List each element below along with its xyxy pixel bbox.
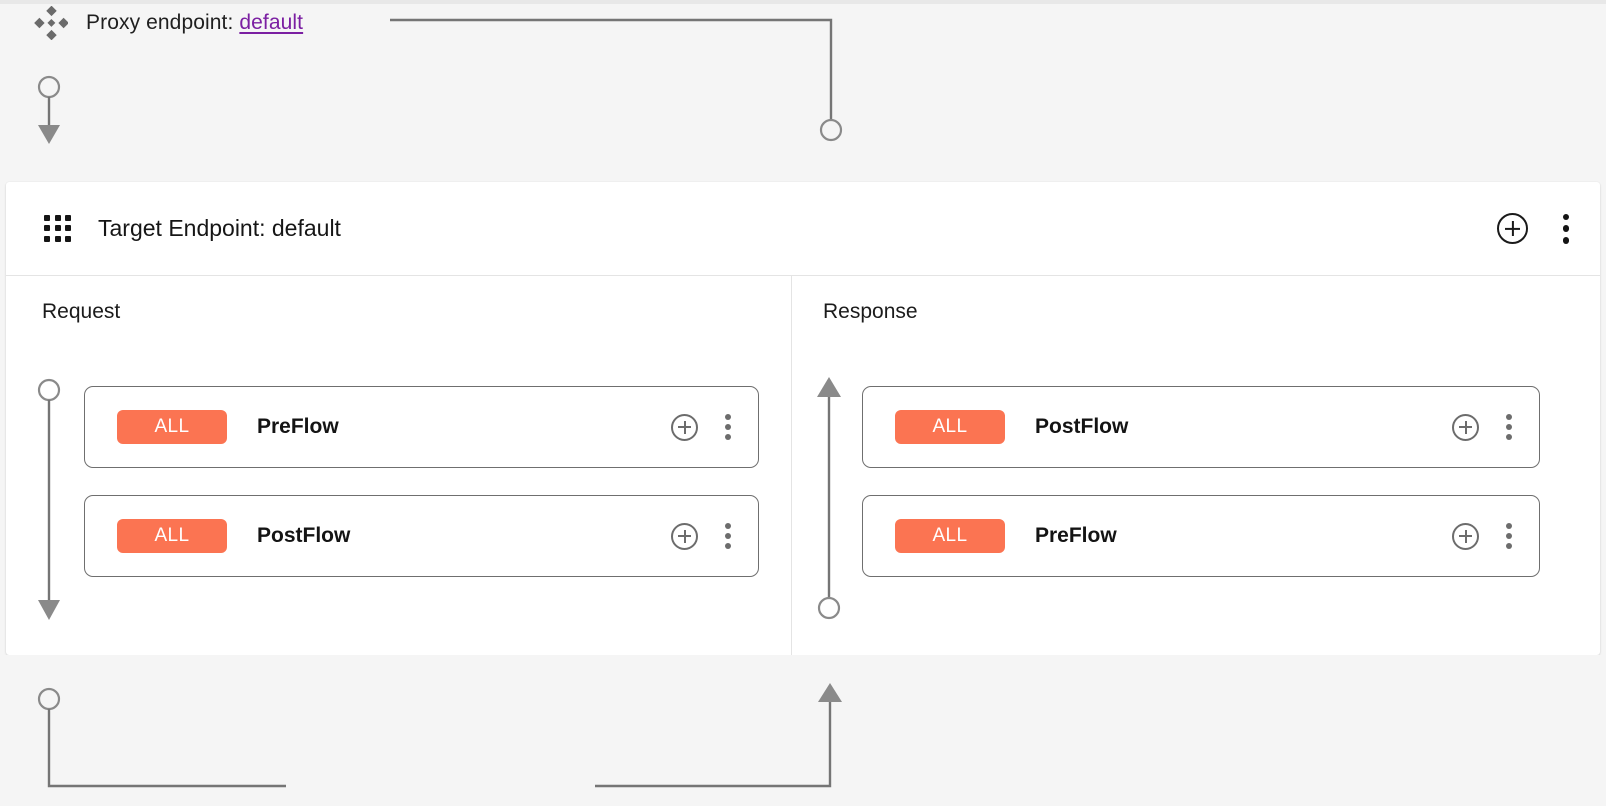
flow-card-response-postflow[interactable]: ALL PostFlow	[862, 386, 1540, 468]
flow-card-response-preflow[interactable]: ALL PreFlow	[862, 495, 1540, 577]
more-options-icon[interactable]	[1505, 414, 1513, 440]
add-circle-icon[interactable]	[671, 413, 698, 441]
proxy-endpoint-label: Proxy endpoint: default	[86, 11, 303, 35]
target-endpoint-header: Target Endpoint: default	[6, 182, 1600, 276]
more-options-icon[interactable]	[724, 523, 732, 549]
flow-card-actions	[1452, 522, 1513, 550]
response-flow-list: ALL PostFlow ALL PreFlow	[862, 386, 1540, 577]
target-endpoint-title: Target Endpoint: default	[98, 215, 341, 241]
diamond-hub-icon	[34, 5, 69, 41]
flow-name: PreFlow	[1035, 524, 1117, 547]
top-divider	[0, 0, 1606, 4]
backend-service-strip: Backend service	[0, 655, 1606, 806]
proxy-endpoint-row: Proxy endpoint: default	[34, 5, 303, 41]
proxy-endpoint-link[interactable]: default	[239, 11, 304, 34]
flow-name: PostFlow	[1035, 415, 1129, 438]
target-endpoint-panel: Target Endpoint: default Request ALL Pre…	[6, 182, 1600, 655]
add-circle-icon[interactable]	[1452, 522, 1479, 550]
target-endpoint-actions	[1497, 213, 1570, 244]
flow-columns: Request ALL PreFlow ALL PostFlow	[6, 276, 1600, 655]
more-options-icon[interactable]	[1562, 213, 1570, 244]
flow-badge: ALL	[117, 519, 227, 553]
flow-badge: ALL	[117, 410, 227, 444]
more-options-icon[interactable]	[724, 414, 732, 440]
flow-badge: ALL	[895, 410, 1005, 444]
flow-badge: ALL	[895, 519, 1005, 553]
flow-card-actions	[671, 522, 732, 550]
flow-card-actions	[1452, 413, 1513, 441]
flow-name: PreFlow	[257, 415, 339, 438]
request-column-title: Request	[42, 300, 121, 323]
more-options-icon[interactable]	[1505, 523, 1513, 549]
add-circle-icon[interactable]	[671, 522, 698, 550]
request-flow-list: ALL PreFlow ALL PostFlow	[84, 386, 759, 577]
response-column: Response ALL PostFlow ALL PreFlow	[792, 276, 1600, 655]
apps-grid-icon	[44, 214, 72, 243]
flow-name: PostFlow	[257, 524, 351, 547]
flow-card-actions	[671, 413, 732, 441]
proxy-endpoint-prefix: Proxy endpoint:	[86, 11, 240, 34]
add-circle-icon[interactable]	[1452, 413, 1479, 441]
request-column: Request ALL PreFlow ALL PostFlow	[6, 276, 792, 655]
flow-card-request-preflow[interactable]: ALL PreFlow	[84, 386, 759, 468]
flow-card-request-postflow[interactable]: ALL PostFlow	[84, 495, 759, 577]
add-circle-icon[interactable]	[1497, 213, 1528, 244]
response-column-title: Response	[823, 300, 918, 323]
proxy-endpoint-strip: Proxy endpoint: default	[0, 0, 1606, 182]
